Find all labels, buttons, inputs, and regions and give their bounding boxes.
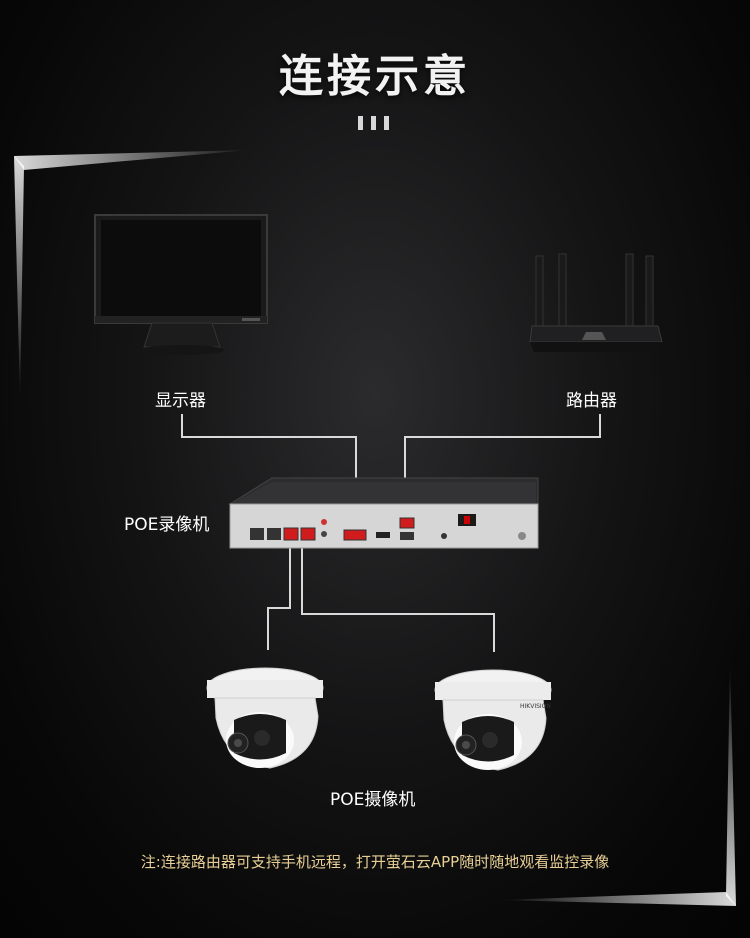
- label-router: 路由器: [566, 391, 617, 411]
- title-divider-bars: [358, 115, 398, 130]
- router-device: [529, 253, 663, 352]
- label-cameras: POE摄像机: [330, 790, 416, 810]
- camera-left-cable: [267, 538, 291, 650]
- camera-left: [206, 667, 324, 769]
- page-title: 连接示意: [279, 51, 471, 102]
- label-nvr: POE录像机: [124, 515, 210, 535]
- footer-note: 注:连接路由器可支持手机远程，打开萤石云APP随时随地观看监控录像: [140, 853, 610, 871]
- camera-right: HIKVISION: [434, 669, 552, 771]
- camera-right-cable: [301, 538, 495, 652]
- monitor-device: [94, 214, 268, 355]
- label-monitor: 显示器: [155, 391, 206, 411]
- camera-brand-badge: HIKVISION: [520, 703, 551, 710]
- nvr-device: [228, 477, 539, 549]
